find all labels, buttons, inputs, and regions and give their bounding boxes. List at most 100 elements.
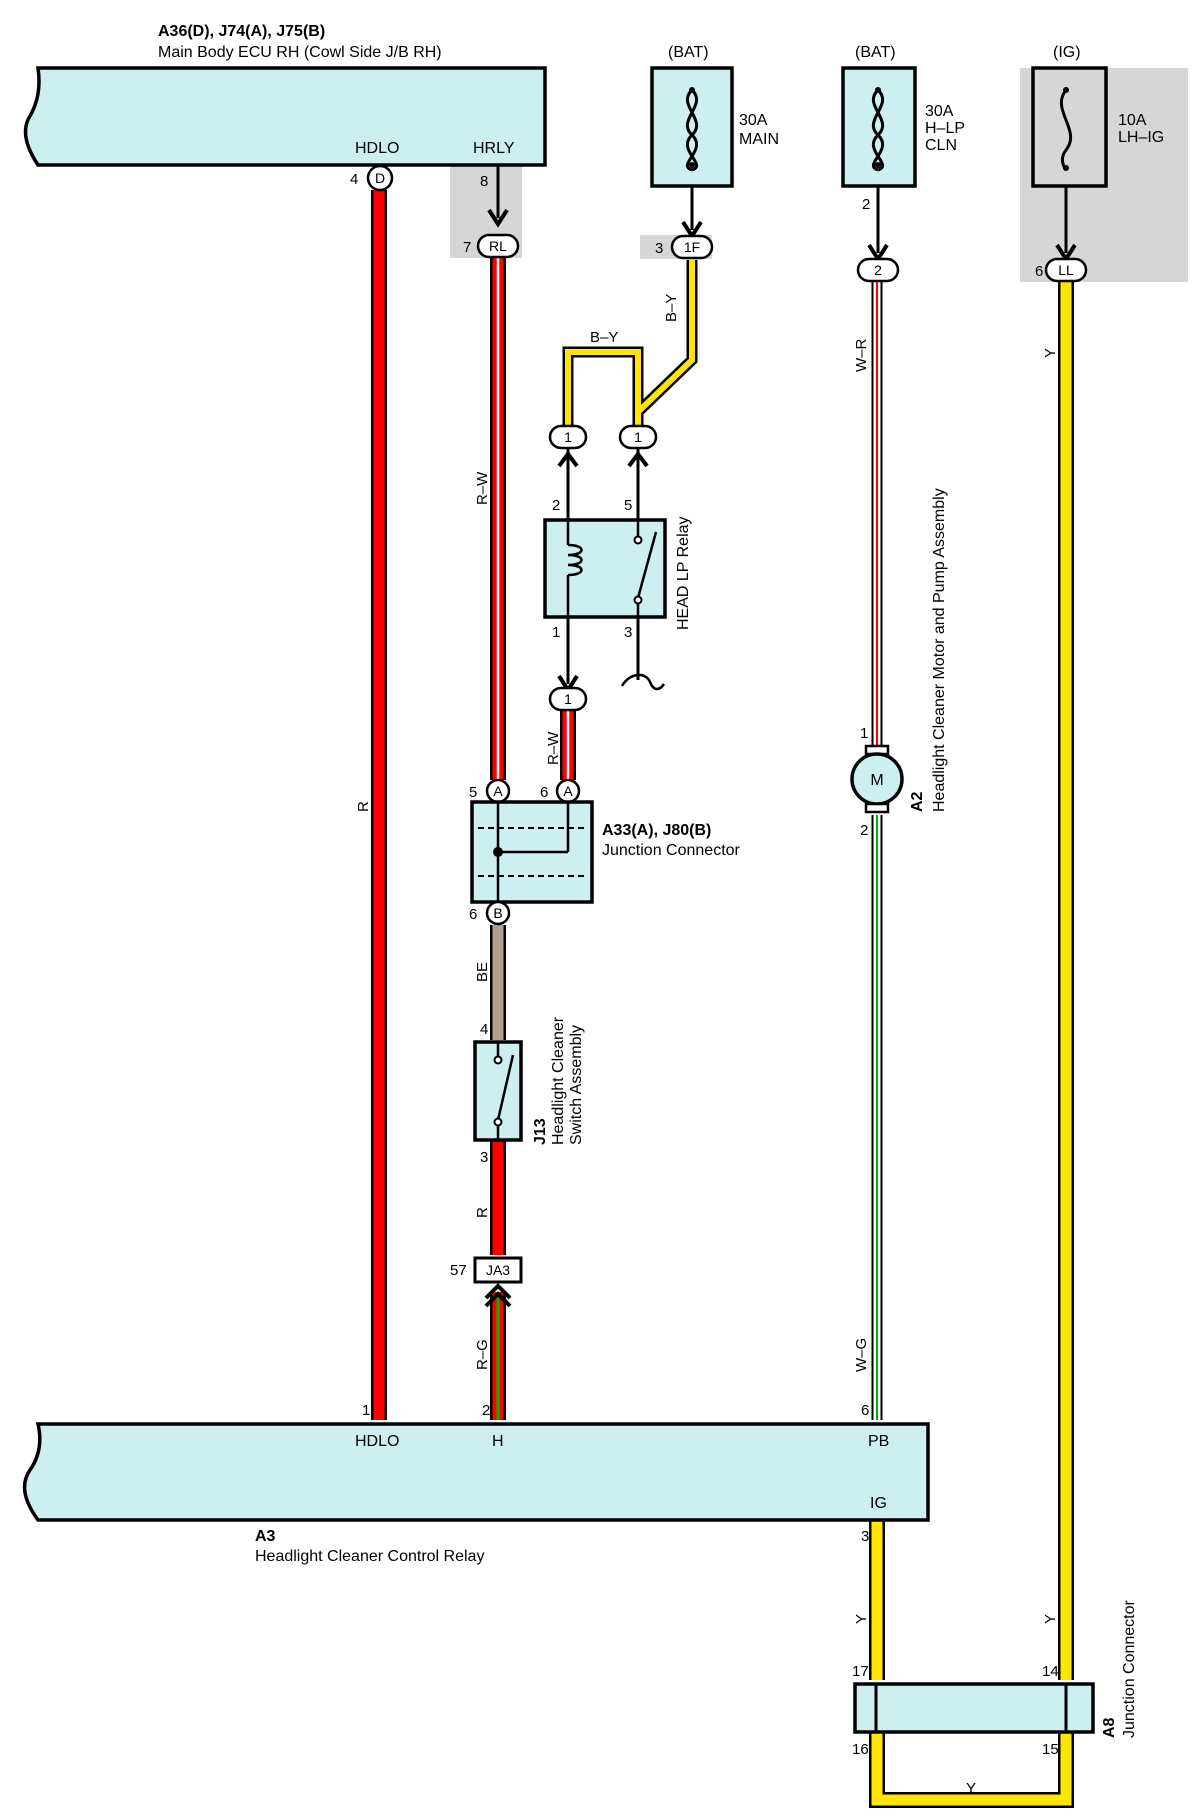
svg-text:H–LP: H–LP <box>925 120 965 137</box>
wire-y-bottom <box>869 1730 1074 1808</box>
svg-text:14: 14 <box>1042 1663 1059 1680</box>
svg-text:PB: PB <box>868 1433 889 1450</box>
headlight-cleaner-switch: 4 3 J13 Headlight Cleaner Switch Assembl… <box>473 1016 585 1166</box>
svg-text:R–G: R–G <box>474 1339 491 1370</box>
ja3-connector: 57 JA3 <box>450 1256 523 1308</box>
ecu-pin-hdlo: HDLO <box>355 140 399 157</box>
svg-text:17: 17 <box>852 1663 869 1680</box>
svg-text:LL: LL <box>1058 262 1074 278</box>
motor-code: A2 <box>909 791 926 812</box>
svg-text:(BAT): (BAT) <box>855 44 896 61</box>
ecu-title: A36(D), J74(A), J75(B) <box>158 23 325 40</box>
svg-text:1: 1 <box>564 691 572 707</box>
svg-text:D: D <box>375 170 385 186</box>
svg-text:R: R <box>474 1207 491 1218</box>
a8-name: Junction Connector <box>1121 1599 1138 1738</box>
svg-text:MAIN: MAIN <box>739 131 779 148</box>
junction-connector-a8: 17 14 16 15 A8 Junction Connector <box>852 1599 1138 1758</box>
switch-code: J13 <box>532 1118 549 1145</box>
ecu-pin-hrly: HRLY <box>473 140 515 157</box>
svg-text:Junction Connector: Junction Connector <box>602 842 741 859</box>
svg-text:15: 15 <box>1042 1741 1059 1758</box>
svg-text:1: 1 <box>634 429 642 445</box>
svg-text:R–W: R–W <box>474 471 491 505</box>
svg-text:4: 4 <box>350 171 358 188</box>
svg-text:Y: Y <box>1042 1614 1059 1624</box>
relay-out-conn <box>548 686 588 712</box>
svg-text:IG: IG <box>870 1495 887 1512</box>
ecu-hrly-output: 8 <box>480 165 509 228</box>
lhig-fuse-highlight <box>1020 68 1188 282</box>
svg-text:6: 6 <box>540 784 548 801</box>
fuse-hlp-cln: (BAT) 30A H–LP CLN 2 2 <box>841 44 965 283</box>
main-body-ecu: A36(D), J74(A), J75(B) Main Body ECU RH … <box>23 23 547 167</box>
control-relay-code: A3 <box>255 1528 276 1545</box>
svg-text:BE: BE <box>474 962 491 982</box>
control-relay-name: Headlight Cleaner Control Relay <box>255 1548 484 1565</box>
svg-text:2: 2 <box>862 196 870 213</box>
svg-text:RL: RL <box>489 238 507 254</box>
rl-connector: 7 RL <box>463 233 520 259</box>
fuse-lh-ig: (IG) 10A LH–IG 6 LL <box>1031 44 1164 283</box>
svg-text:Y: Y <box>966 1780 976 1797</box>
svg-text:6: 6 <box>861 1402 869 1419</box>
svg-text:4: 4 <box>480 1021 488 1038</box>
motor-name: Headlight Cleaner Motor and Pump Assembl… <box>931 488 948 812</box>
svg-text:1: 1 <box>564 429 572 445</box>
headlight-cleaner-control-relay: 1 HDLO 2 H 6 PB IG 3 A3 Headlight Cleane… <box>22 1402 930 1565</box>
svg-text:57: 57 <box>450 1262 467 1279</box>
svg-text:B: B <box>493 905 502 921</box>
svg-text:Headlight Cleaner: Headlight Cleaner <box>550 1016 567 1145</box>
svg-text:30A: 30A <box>739 112 768 129</box>
svg-text:M: M <box>870 772 883 789</box>
svg-text:1: 1 <box>362 1402 370 1419</box>
head-lp-relay: 1 1 2 5 1 3 1 HEAD LP Relay <box>543 424 692 712</box>
svg-text:2: 2 <box>874 262 882 278</box>
junction-connector-a33: 5 A 6 A 6 B A33(A), J80(B) Junction Conn… <box>469 778 741 926</box>
svg-text:A: A <box>563 783 573 799</box>
svg-text:R–W: R–W <box>545 731 562 765</box>
svg-text:A33(A), J80(B): A33(A), J80(B) <box>602 822 711 839</box>
svg-text:W–G: W–G <box>853 1338 870 1372</box>
cleaner-motor: 1 M 2 A2 Headlight Cleaner Motor and Pum… <box>850 488 948 839</box>
relay-name: HEAD LP Relay <box>675 516 692 630</box>
a8-code: A8 <box>1101 1717 1118 1738</box>
svg-text:3: 3 <box>655 240 663 257</box>
ecu-subtitle: Main Body ECU RH (Cowl Side J/B RH) <box>158 44 442 61</box>
svg-text:CLN: CLN <box>925 137 957 154</box>
svg-text:R: R <box>355 801 372 812</box>
svg-text:Y: Y <box>1042 348 1059 358</box>
svg-text:A: A <box>493 783 503 799</box>
svg-text:10A: 10A <box>1118 112 1147 129</box>
svg-text:JA3: JA3 <box>486 1262 510 1278</box>
wire-labels: R R–W R–W B–Y B–Y BE R R–G W–R W–G Y Y Y… <box>355 294 1059 1797</box>
svg-text:6: 6 <box>1035 263 1043 280</box>
svg-text:LH–IG: LH–IG <box>1118 129 1164 146</box>
svg-text:W–R: W–R <box>853 339 870 373</box>
svg-text:1: 1 <box>860 725 868 742</box>
svg-text:3: 3 <box>861 1528 869 1545</box>
svg-text:30A: 30A <box>925 103 954 120</box>
svg-text:(BAT): (BAT) <box>668 44 709 61</box>
svg-text:H: H <box>492 1433 504 1450</box>
svg-text:(IG): (IG) <box>1053 44 1081 61</box>
ecu-hdlo-connector: 4 D <box>350 164 394 192</box>
svg-text:B–Y: B–Y <box>590 329 618 346</box>
fuse-main: (BAT) 30A MAIN 3 1F <box>650 44 779 260</box>
svg-text:16: 16 <box>852 1741 869 1758</box>
svg-text:2: 2 <box>482 1402 490 1419</box>
svg-text:HDLO: HDLO <box>355 1433 399 1450</box>
svg-text:2: 2 <box>552 497 560 514</box>
svg-text:7: 7 <box>463 239 471 256</box>
svg-text:B–Y: B–Y <box>663 294 680 322</box>
svg-text:5: 5 <box>469 784 477 801</box>
svg-text:1F: 1F <box>684 239 700 255</box>
svg-text:2: 2 <box>860 822 868 839</box>
wire-by <box>562 260 698 432</box>
svg-text:8: 8 <box>480 173 488 190</box>
svg-text:6: 6 <box>469 906 477 923</box>
svg-text:5: 5 <box>624 497 632 514</box>
svg-text:Switch Assembly: Switch Assembly <box>568 1025 585 1145</box>
svg-text:1: 1 <box>552 624 560 641</box>
